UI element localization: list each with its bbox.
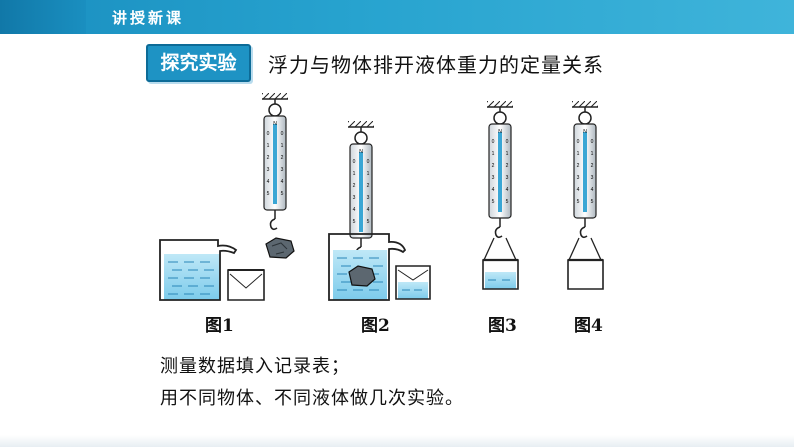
- figure-2-catch-beaker: [395, 265, 431, 300]
- scale-mark-label: 0: [367, 159, 370, 165]
- scale-mark-label: 3: [353, 195, 356, 201]
- figure-2-scale: [347, 120, 375, 259]
- scale-mark-label: 4: [492, 187, 495, 193]
- scale-mark-label: 5: [367, 219, 370, 225]
- experiment-tag: 探究实验: [146, 44, 251, 82]
- scale-mark-label: 0: [591, 139, 594, 145]
- figure-3-bucket: [482, 237, 519, 290]
- figure-2-overflow-beaker: [328, 233, 407, 301]
- scale-mark-label: 1: [267, 143, 270, 149]
- scale-mark-label: 0: [281, 131, 284, 137]
- scale-mark-label: 1: [591, 151, 594, 157]
- scale-mark-label: 4: [506, 187, 509, 193]
- scale-mark-label: 5: [492, 199, 495, 205]
- scale-mark-label: 0: [353, 159, 356, 165]
- scale-mark-label: 3: [267, 167, 270, 173]
- figure-1-small-beaker: [227, 269, 265, 301]
- scale-mark-label: 5: [591, 199, 594, 205]
- figure-1-overflow-beaker: [159, 239, 238, 301]
- scale-mark-label: 1: [492, 151, 495, 157]
- scale-mark-label: 1: [367, 171, 370, 177]
- scale-mark-label: 3: [591, 175, 594, 181]
- scale-mark-label: 4: [353, 207, 356, 213]
- scale-unit-label: N: [498, 129, 502, 135]
- scale-mark-label: 1: [577, 151, 580, 157]
- section-title: 讲授新课: [112, 9, 185, 27]
- experiment-heading: 浮力与物体排开液体重力的定量关系: [268, 53, 604, 77]
- figure-1-scale: [261, 92, 289, 231]
- scale-mark-label: 4: [281, 179, 284, 185]
- scale-mark-label: 2: [492, 163, 495, 169]
- scale-mark-label: 2: [367, 183, 370, 189]
- scale-mark-label: 0: [506, 139, 509, 145]
- scale-mark-label: 3: [577, 175, 580, 181]
- figure-1-label: 图1: [205, 316, 234, 336]
- scale-mark-label: 5: [353, 219, 356, 225]
- scale-mark-label: 3: [367, 195, 370, 201]
- step-line-1: 测量数据填入记录表；: [160, 356, 350, 377]
- scale-mark-label: 4: [577, 187, 580, 193]
- scale-mark-label: 2: [353, 183, 356, 189]
- scale-mark-label: 3: [281, 167, 284, 173]
- scale-unit-label: N: [273, 121, 277, 127]
- header-stripe: [0, 0, 86, 34]
- figure-4-bucket: [567, 237, 604, 290]
- scale-mark-label: 0: [267, 131, 270, 137]
- scale-mark-label: 1: [506, 151, 509, 157]
- figure-2-label: 图2: [361, 316, 390, 336]
- scale-mark-label: 4: [367, 207, 370, 213]
- scale-mark-label: 4: [267, 179, 270, 185]
- scale-mark-label: 5: [267, 191, 270, 197]
- header-bar: 讲授新课: [0, 0, 794, 34]
- figure-4-scale: [571, 100, 599, 239]
- figure-1-rock: [265, 237, 295, 259]
- scale-mark-label: 0: [577, 139, 580, 145]
- scale-mark-label: 5: [506, 199, 509, 205]
- scale-mark-label: 5: [281, 191, 284, 197]
- scale-mark-label: 2: [267, 155, 270, 161]
- footer-band: [0, 435, 794, 447]
- scale-mark-label: 1: [353, 171, 356, 177]
- figure-4-label: 图4: [574, 316, 603, 336]
- scale-mark-label: 4: [591, 187, 594, 193]
- scale-mark-label: 5: [577, 199, 580, 205]
- scale-unit-label: N: [359, 149, 363, 155]
- scale-mark-label: 2: [281, 155, 284, 161]
- figure-3-scale: [486, 100, 514, 239]
- scale-mark-label: 3: [492, 175, 495, 181]
- scale-mark-label: 2: [591, 163, 594, 169]
- scale-unit-label: N: [583, 129, 587, 135]
- step-line-2: 用不同物体、不同液体做几次实验。: [160, 388, 464, 409]
- scale-mark-label: 2: [577, 163, 580, 169]
- scale-mark-label: 3: [506, 175, 509, 181]
- figure-3-label: 图3: [488, 316, 517, 336]
- scale-mark-label: 0: [492, 139, 495, 145]
- scale-mark-label: 2: [506, 163, 509, 169]
- scale-mark-label: 1: [281, 143, 284, 149]
